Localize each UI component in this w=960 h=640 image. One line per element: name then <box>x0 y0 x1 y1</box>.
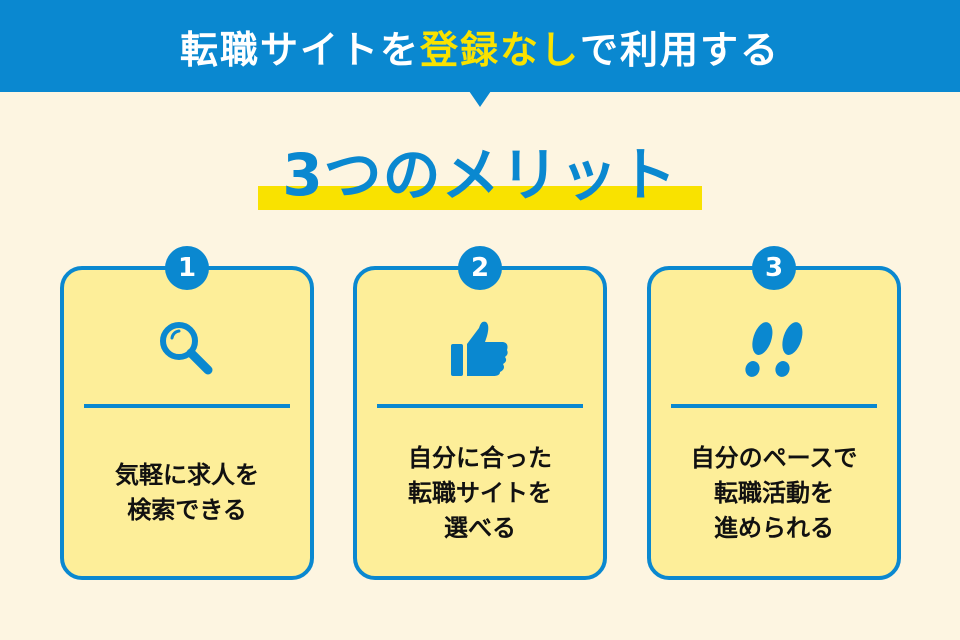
merit-card-3: 3 自分のペースで 転職活動を 進められる <box>647 246 901 580</box>
thumbs-up-icon <box>451 321 508 376</box>
headline: 3つのメリット <box>282 141 678 209</box>
card-text-line: 自分のペースで <box>690 443 858 472</box>
card-text-line: 進められる <box>714 513 834 542</box>
card-text-line: 転職サイトを <box>408 478 552 507</box>
header-title-highlight: 登録なし <box>419 27 580 72</box>
footprints-icon <box>745 322 803 377</box>
magnifier-icon <box>160 322 213 375</box>
card-text: 自分のペースで 転職活動を 進められる <box>651 420 897 566</box>
card-number: 2 <box>458 246 502 290</box>
pointer-triangle <box>469 91 491 107</box>
header-banner: 転職サイトを登録なしで利用する <box>0 0 960 92</box>
header-title-pre: 転職サイトを <box>179 27 420 72</box>
card-text: 気軽に求人を 検索できる <box>64 420 310 566</box>
card-divider <box>671 404 877 408</box>
merit-card-2: 2 自分に合った 転職サイトを 選べる <box>353 246 607 580</box>
card-divider <box>377 404 583 408</box>
card-text-line: 選べる <box>444 513 516 542</box>
card-text-line: 転職活動を <box>714 478 834 507</box>
card-text-line: 気軽に求人を <box>115 461 259 489</box>
card-number: 1 <box>165 246 209 290</box>
card-text-line: 自分に合った <box>408 443 552 472</box>
card-divider <box>84 404 290 408</box>
card-text: 自分に合った 転職サイトを 選べる <box>357 420 603 566</box>
card-number: 3 <box>752 246 796 290</box>
headline-highlight-bar <box>258 186 702 210</box>
card-text-line: 検索できる <box>127 496 247 524</box>
header-title-post: で利用する <box>580 27 781 72</box>
merit-card-1: 1 気軽に求人を 検索できる <box>60 246 314 580</box>
